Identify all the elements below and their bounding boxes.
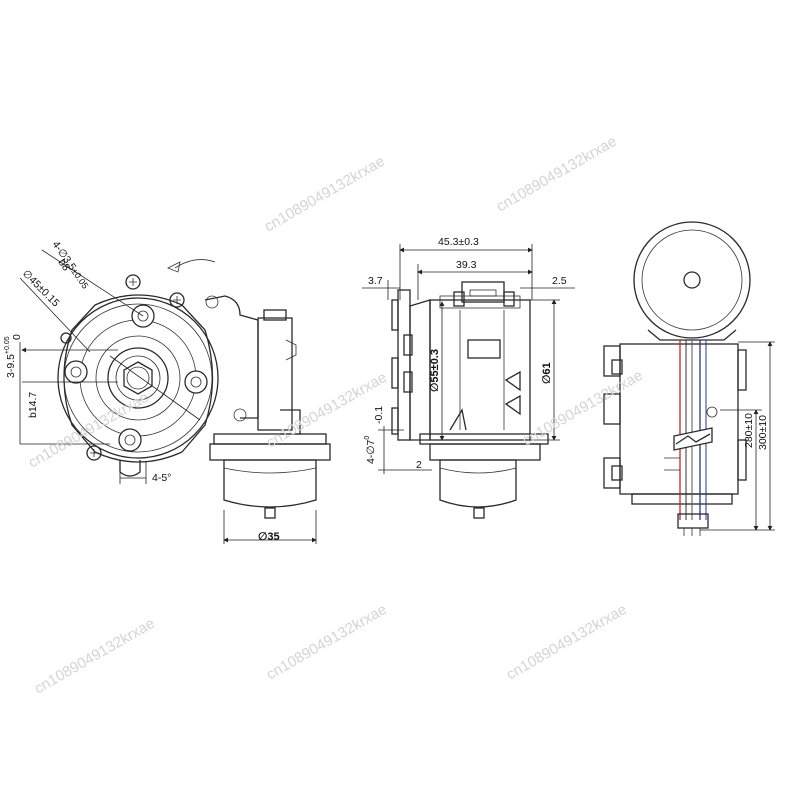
mounting-hole-bottom	[118, 428, 142, 452]
side-gearbox	[429, 299, 531, 441]
hex-shaft	[123, 361, 153, 395]
lead-long-label: 300±10	[757, 415, 769, 450]
rotation-arrow-icon	[174, 259, 216, 269]
width-inner-label: 39.3	[456, 259, 477, 271]
screw-icon	[169, 292, 185, 308]
diameter-35-label: ∅35	[258, 531, 280, 543]
svg-text:3-9.5+0.05: 3-9.5+0.05	[4, 336, 17, 378]
leader-line	[109, 355, 201, 421]
gearbox-housing	[204, 295, 259, 419]
diameter-61-label: ∅61	[541, 362, 553, 384]
left-offset-label: 3.7	[368, 275, 383, 287]
side-motor-can	[439, 459, 517, 508]
hole-spec-tolerance: ±0.05	[69, 267, 90, 291]
rear-view: 280±10 300±10	[603, 221, 775, 536]
rear-motor-end	[633, 221, 751, 339]
mounting-plate	[63, 294, 214, 463]
b14-label: b14.7	[27, 392, 39, 418]
diameter-55-label: ∅55±0.3	[429, 349, 441, 392]
watermark-layer: cn1089049132krxae cn1089049132krxae cn10…	[26, 133, 646, 698]
side-hole-sub: -0.1	[373, 406, 385, 424]
mounting-hole-left	[64, 360, 88, 384]
leader-line	[41, 249, 144, 317]
svg-text:4-∅70: 4-∅70	[364, 436, 377, 464]
watermark: cn1089049132krxae	[520, 367, 646, 450]
lead-short-label: 280±10	[743, 413, 755, 448]
right-offset-label: 2.5	[552, 275, 567, 287]
gear-column	[257, 317, 293, 431]
watermark: cn1089049132krxae	[494, 133, 620, 216]
watermark: cn1089049132krxae	[264, 601, 390, 684]
slot-label: 3-9.5	[5, 354, 17, 378]
motor-can	[223, 459, 317, 508]
screw-icon	[125, 274, 141, 290]
slot-sub: 0	[11, 334, 23, 340]
side-hole-sup: 0	[364, 436, 371, 440]
side-view: 45.3±0.3 39.3 3.7 2.5 ∅55±0.3 ∅61 4-∅70 …	[362, 236, 575, 519]
motor-flange-outer	[57, 297, 219, 459]
slot-sup: +0.05	[4, 336, 11, 354]
side-flange	[397, 289, 411, 441]
rear-gearbox	[619, 343, 739, 495]
side-shaft-boss	[461, 281, 505, 303]
wire-connector	[677, 513, 709, 529]
bottom-gap-label: 2	[416, 459, 422, 471]
screw-icon	[60, 332, 72, 344]
screw-icon	[86, 445, 102, 461]
angle-label: 4-5°	[152, 472, 171, 484]
side-hole-spec: 4-∅7	[365, 440, 377, 464]
mounting-hole-right	[184, 370, 208, 394]
watermark: cn1089049132krxae	[32, 615, 158, 698]
watermark: cn1089049132krxae	[262, 153, 388, 236]
width-overall-label: 45.3±0.3	[438, 236, 479, 248]
front-view: 4-∅3.5±0.05 b8 ∅45±0.15 3-9.5+0.05 0 b14…	[4, 239, 331, 544]
pcd-label: ∅45±0.15	[20, 268, 62, 310]
watermark: cn1089049132krxae	[504, 601, 630, 684]
leader-line	[19, 277, 91, 353]
